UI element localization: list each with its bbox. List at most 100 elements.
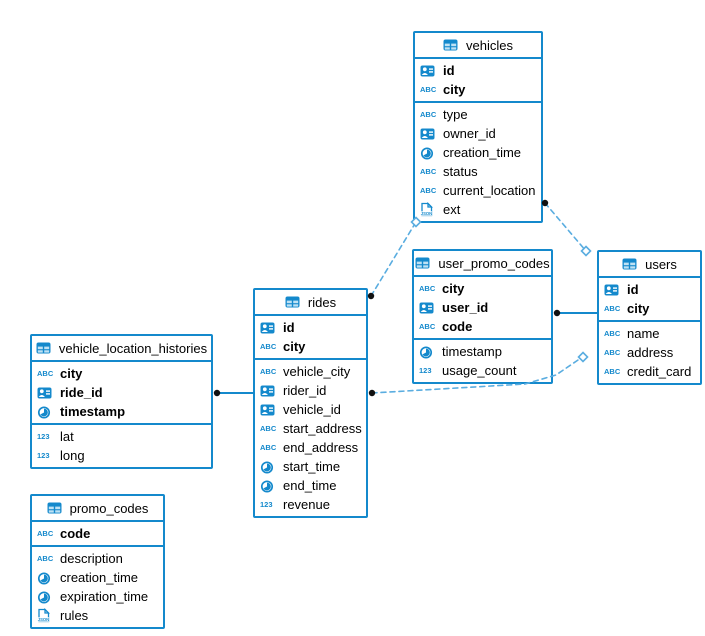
field-name: city: [60, 366, 83, 381]
field-row-expiration_time[interactable]: expiration_time: [32, 587, 163, 606]
field-name: rules: [60, 608, 89, 623]
text-icon: ABC: [604, 366, 621, 376]
text-icon: ABC: [260, 423, 277, 433]
field-row-code[interactable]: ABC code: [414, 317, 551, 336]
field-row-id[interactable]: id: [255, 318, 366, 337]
field-name: vehicle_city: [283, 364, 351, 379]
field-row-id[interactable]: id: [415, 61, 541, 80]
id-icon: [604, 284, 622, 296]
clock-icon: [37, 571, 55, 585]
field-row-city[interactable]: ABC city: [32, 364, 211, 383]
field-name: end_address: [283, 440, 359, 455]
field-name: id: [627, 282, 639, 297]
field-row-end_time[interactable]: end_time: [255, 476, 366, 495]
table-icon: [622, 258, 640, 270]
field-name: credit_card: [627, 364, 692, 379]
table-icon: [415, 257, 433, 269]
table-header[interactable]: rides: [255, 290, 366, 316]
table-icon: [285, 296, 303, 308]
table-header[interactable]: vehicle_location_histories: [32, 336, 211, 362]
number-icon: 123: [260, 499, 273, 509]
field-name: city: [443, 82, 466, 97]
field-row-start_time[interactable]: start_time: [255, 457, 366, 476]
text-icon: ABC: [37, 368, 54, 378]
table-header[interactable]: promo_codes: [32, 496, 163, 522]
id-icon: [260, 322, 278, 334]
field-name: description: [60, 551, 123, 566]
id-icon: [260, 404, 278, 416]
field-name: creation_time: [443, 145, 522, 160]
field-row-rider_id[interactable]: rider_id: [255, 381, 366, 400]
table-name: users: [645, 256, 677, 272]
relationship-dot-marker: [553, 309, 561, 317]
id-icon: [420, 128, 438, 140]
svg-text:JSON: JSON: [38, 617, 49, 622]
field-name: city: [442, 281, 465, 296]
field-row-timestamp[interactable]: timestamp: [32, 402, 211, 421]
table-name: vehicles: [466, 37, 513, 53]
id-icon: [260, 385, 278, 397]
field-row-ride_id[interactable]: ride_id: [32, 383, 211, 402]
field-row-credit_card[interactable]: ABC credit_card: [599, 362, 700, 381]
field-row-user_id[interactable]: user_id: [414, 298, 551, 317]
text-icon: ABC: [37, 528, 54, 538]
text-icon: ABC: [419, 321, 436, 331]
field-name: code: [442, 319, 473, 334]
field-row-rules[interactable]: JSON rules: [32, 606, 163, 625]
svg-text:JSON: JSON: [421, 211, 432, 216]
table-header[interactable]: vehicles: [415, 33, 541, 59]
field-row-creation_time[interactable]: creation_time: [32, 568, 163, 587]
table-name: rides: [307, 294, 337, 310]
field-name: status: [443, 164, 478, 179]
field-name: expiration_time: [60, 589, 149, 604]
field-row-owner_id[interactable]: owner_id: [415, 124, 541, 143]
table-icon: [443, 39, 461, 51]
relationship-vehicles-users: [544, 202, 587, 252]
field-row-vehicle_id[interactable]: vehicle_id: [255, 400, 366, 419]
table-header[interactable]: user_promo_codes: [414, 251, 551, 277]
field-name: timestamp: [442, 344, 502, 359]
clock-icon: [37, 405, 55, 419]
text-icon: ABC: [604, 347, 621, 357]
field-row-creation_time[interactable]: creation_time: [415, 143, 541, 162]
field-name: city: [283, 339, 306, 354]
field-row-id[interactable]: id: [599, 280, 700, 299]
clock-icon: [37, 590, 55, 604]
clock-icon: [419, 345, 437, 359]
text-icon: ABC: [604, 303, 621, 313]
table-name: vehicle_location_histories: [58, 340, 208, 356]
number-icon: 123: [37, 431, 50, 441]
field-row-timestamp[interactable]: timestamp: [414, 342, 551, 361]
table-header[interactable]: users: [599, 252, 700, 278]
